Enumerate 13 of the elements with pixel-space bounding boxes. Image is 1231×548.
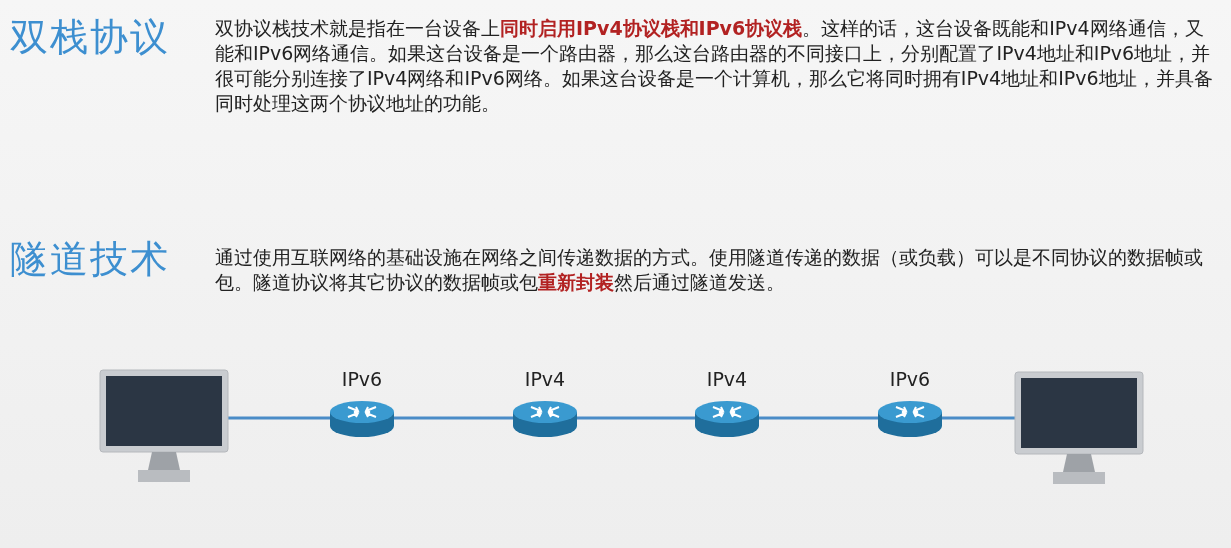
paragraph: 双协议栈技术就是指在一台设备上同时启用IPv4协议栈和IPv6协议栈。这样的话，这台设备既能和IPv4网络通信，又能和IPv6网络通信。如果这台设备是一个路由器，那么这台路由器的不同接口上，分别配置了IPv4地址和IPv6地址，并很可能分别连接了IPv4网络和IPv6网络。如果这台设备是一个计算机，那么它将同时拥有IPv4地址和IPv6地址，并具备同时处理这两个协议地址的功能。 [215, 16, 1214, 116]
router-label: IPv6 [340, 368, 384, 390]
section-heading: 隧道技术 [10, 236, 170, 283]
link-line [942, 416, 1015, 420]
router-label: IPv4 [705, 368, 749, 390]
link-line [394, 416, 513, 420]
router-label: IPv6 [888, 368, 932, 390]
router-label: IPv4 [523, 368, 567, 390]
link-line [577, 416, 695, 420]
link-line [759, 416, 878, 420]
link-line [228, 416, 330, 420]
section-heading: 双栈协议 [10, 14, 170, 61]
paragraph: 通过使用互联网络的基础设施在网络之间传递数据的方式。使用隧道传递的数据（或负载）可以是不同协议的数据帧或包。隧道协议将其它协议的数据帧或包重新封装然后通过隧道发送。 [215, 245, 1204, 295]
